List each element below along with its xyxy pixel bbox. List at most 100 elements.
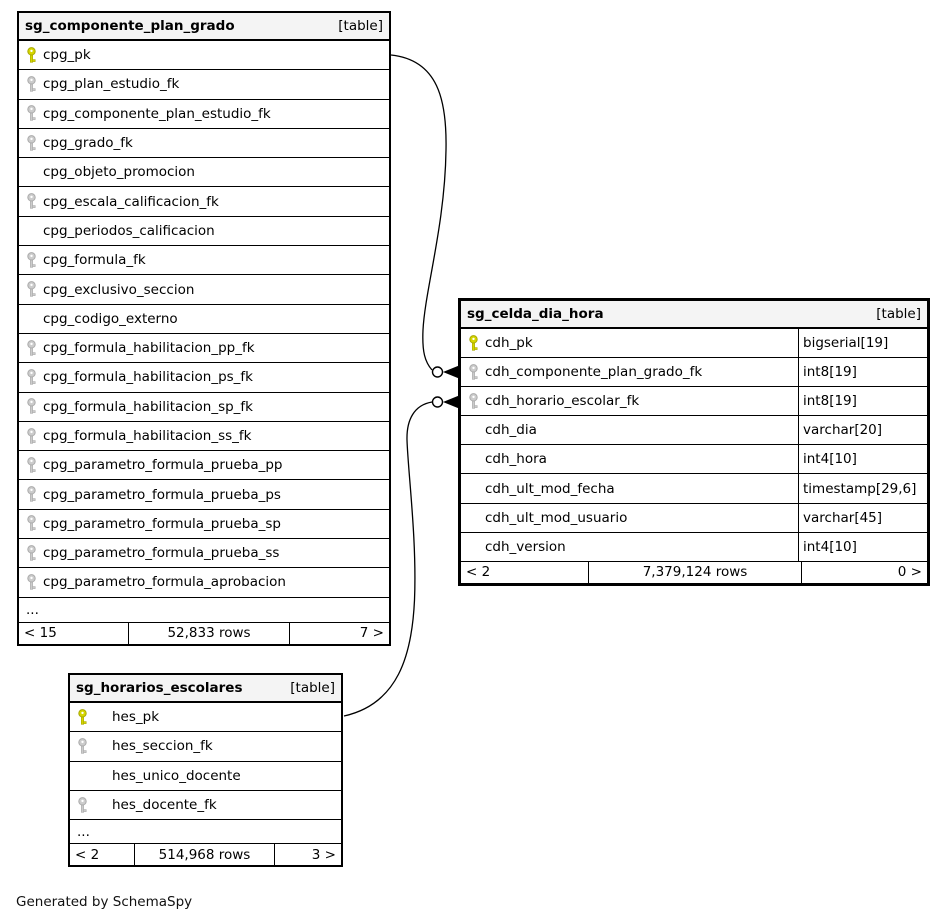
column-row-cpg_formula_habilitacion_pp_fk: cpg_formula_habilitacion_pp_fk xyxy=(19,333,389,364)
table-header[interactable]: sg_celda_dia_hora [table] xyxy=(461,301,927,329)
column-type: int4[10] xyxy=(798,445,927,474)
column-name: cpg_plan_estudio_fk xyxy=(43,76,180,93)
footer-parents-count: 0 > xyxy=(897,564,922,581)
column-row-cpg_periodos_calificacion: cpg_periodos_calificacion xyxy=(19,216,389,247)
arrowhead-cdh-horario xyxy=(443,395,459,409)
column-row-cpg_objeto_promocion: cpg_objeto_promocion xyxy=(19,158,389,188)
column-row-cpg_parametro_formula_prueba_pp: cpg_parametro_formula_prueba_pp xyxy=(19,451,389,481)
no-key-spacer xyxy=(468,451,479,468)
column-name: cpg_grado_fk xyxy=(43,135,133,152)
foreign-key-icon xyxy=(26,427,37,445)
column-name: cpg_formula_habilitacion_ps_fk xyxy=(43,369,253,386)
column-row-hes_seccion_fk: hes_seccion_fk xyxy=(70,732,341,762)
table-title[interactable]: sg_celda_dia_hora xyxy=(467,306,604,322)
foreign-key-icon xyxy=(468,363,479,381)
column-name: hes_seccion_fk xyxy=(112,738,213,755)
column-row-cdh_horario_escolar_fk: cdh_horario_escolar_fk int8[19] xyxy=(461,387,927,417)
foreign-key-icon xyxy=(26,193,37,210)
table-type-badge: [table] xyxy=(876,306,921,322)
foreign-key-icon xyxy=(26,574,37,591)
foreign-key-icon xyxy=(26,544,37,562)
column-name: cpg_exclusivo_seccion xyxy=(43,281,195,298)
column-type: int8[19] xyxy=(798,387,927,416)
column-name: hes_unico_docente xyxy=(112,767,241,784)
column-name: cpg_pk xyxy=(43,47,91,64)
column-type: int4[10] xyxy=(798,532,927,561)
column-row-cpg_pk: cpg_pk xyxy=(19,41,389,71)
table-type-badge: [table] xyxy=(338,18,383,34)
column-name: cpg_escala_calificacion_fk xyxy=(43,193,219,210)
foreign-key-icon xyxy=(26,339,37,357)
table-header[interactable]: sg_componente_plan_grado [table] xyxy=(19,13,389,41)
column-name: hes_docente_fk xyxy=(112,797,217,814)
column-name: cpg_parametro_formula_prueba_sp xyxy=(43,515,281,532)
column-row-cpg_formula_fk: cpg_formula_fk xyxy=(19,246,389,276)
column-type: varchar[20] xyxy=(798,416,927,445)
column-name: cpg_formula_fk xyxy=(43,252,146,269)
table-title[interactable]: sg_componente_plan_grado xyxy=(25,18,235,34)
column-name: cpg_formula_habilitacion_ss_fk xyxy=(43,428,252,444)
no-key-spacer xyxy=(468,538,479,555)
column-row-cpg_plan_estudio_fk: cpg_plan_estudio_fk xyxy=(19,70,389,100)
column-name: cpg_formula_habilitacion_sp_fk xyxy=(43,398,253,415)
foreign-key-icon xyxy=(26,76,37,93)
column-name: cpg_periodos_calificacion xyxy=(43,222,215,239)
table-type-badge: [table] xyxy=(290,680,335,696)
column-row-cpg_exclusivo_seccion: cpg_exclusivo_seccion xyxy=(19,275,389,305)
column-name: cdh_ult_mod_usuario xyxy=(485,509,628,526)
foreign-key-icon xyxy=(26,486,37,503)
generated-by-credit: Generated by SchemaSpy xyxy=(16,894,193,910)
no-key-spacer xyxy=(77,767,88,784)
column-name: cpg_formula_habilitacion_pp_fk xyxy=(43,340,255,357)
relationship-line-cpg-to-cdh xyxy=(390,54,447,371)
relationship-line-hes-to-cdh xyxy=(343,401,433,717)
table-title[interactable]: sg_horarios_escolares xyxy=(76,680,243,696)
column-row-cpg_formula_habilitacion_ss_fk: cpg_formula_habilitacion_ss_fk xyxy=(19,421,389,452)
foreign-key-icon xyxy=(26,369,37,386)
table-footer: < 2 7,379,124 rows 0 > xyxy=(461,561,927,583)
no-key-spacer xyxy=(468,509,479,526)
column-name: cdh_pk xyxy=(485,335,533,352)
column-row-cpg_parametro_formula_prueba_ps: cpg_parametro_formula_prueba_ps xyxy=(19,480,389,510)
no-key-spacer xyxy=(26,164,37,181)
no-key-spacer xyxy=(468,422,479,439)
column-name: cdh_horario_escolar_fk xyxy=(485,393,640,410)
footer-row-count: 52,833 rows xyxy=(128,622,290,644)
table-header[interactable]: sg_horarios_escolares [table] xyxy=(70,675,341,703)
footer-children-count: < 2 xyxy=(75,846,100,863)
foreign-key-icon xyxy=(77,796,88,814)
cardinality-circle-cdh-componente xyxy=(431,366,444,378)
column-row-hes_unico_docente: hes_unico_docente xyxy=(70,761,341,791)
cardinality-circle-cdh-horario xyxy=(431,396,444,408)
foreign-key-icon xyxy=(77,738,88,755)
footer-children-count: < 15 xyxy=(24,625,57,642)
foreign-key-icon xyxy=(26,456,37,474)
primary-key-icon xyxy=(468,334,479,352)
column-list: cpg_pk cpg_plan_estudio_fk cpg_componente_… xyxy=(19,41,389,598)
column-name: cpg_parametro_formula_prueba_ss xyxy=(43,545,280,562)
foreign-key-icon xyxy=(468,392,479,410)
column-name: cdh_componente_plan_grado_fk xyxy=(485,364,703,381)
footer-row-count: 7,379,124 rows xyxy=(588,561,802,583)
column-row-cpg_escala_calificacion_fk: cpg_escala_calificacion_fk xyxy=(19,187,389,217)
arrowhead-cdh-componente xyxy=(443,365,459,379)
no-key-spacer xyxy=(468,480,479,497)
column-name: cpg_componente_plan_estudio_fk xyxy=(43,105,271,122)
column-name: cpg_parametro_formula_prueba_pp xyxy=(43,457,283,474)
column-name: hes_pk xyxy=(112,709,160,726)
ellipsis-row: ... xyxy=(70,820,341,845)
foreign-key-icon xyxy=(26,515,37,532)
primary-key-icon xyxy=(26,46,37,64)
column-row-cpg_componente_plan_estudio_fk: cpg_componente_plan_estudio_fk xyxy=(19,99,389,129)
ellipsis-row: ... xyxy=(19,598,389,623)
